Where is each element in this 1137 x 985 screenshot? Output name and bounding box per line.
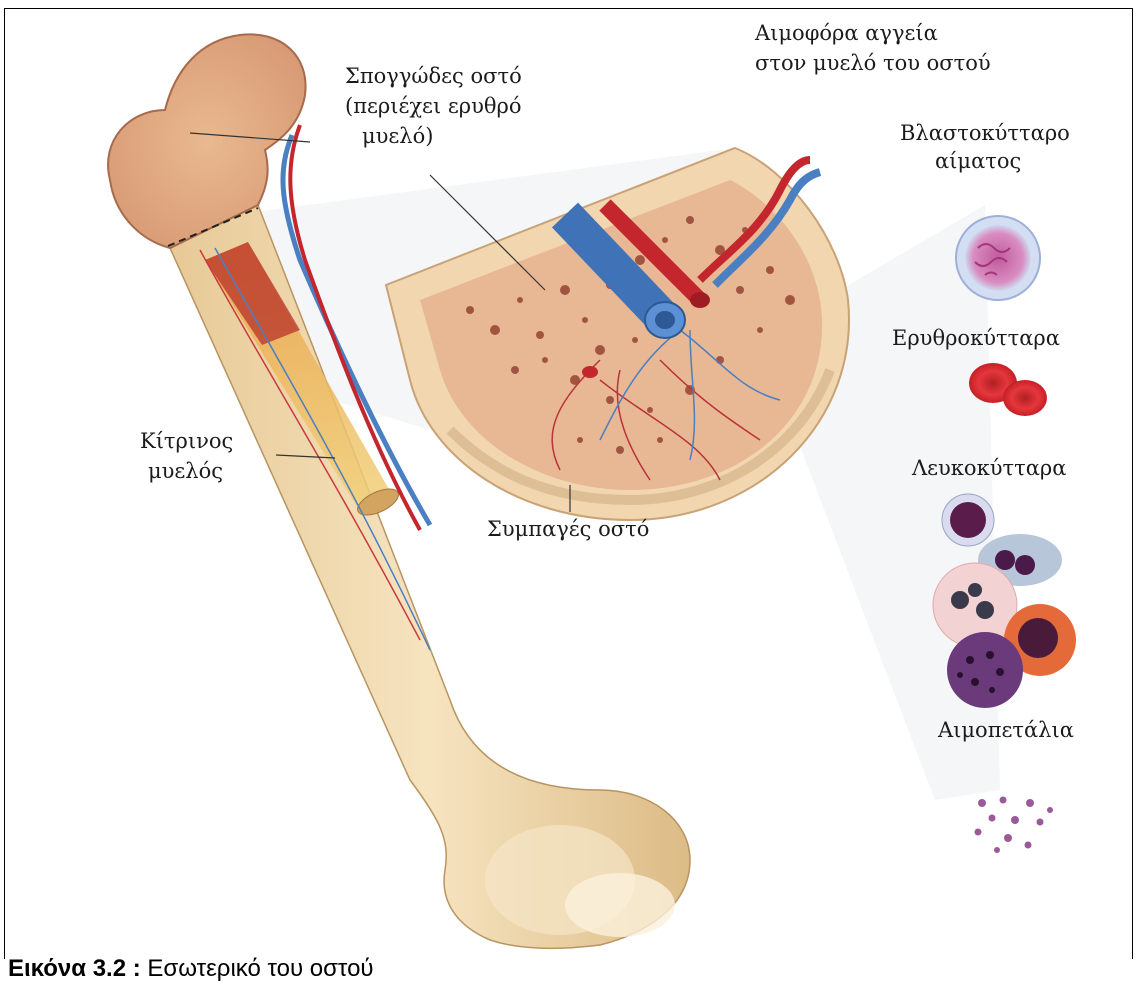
label-yellow-marrow-1: Κίτρινος [140, 428, 233, 454]
white-blood-cells [933, 494, 1076, 708]
label-stem-cell-2: αίματος [935, 148, 1021, 174]
label-spongy-bone-3: μυελό) [362, 123, 433, 149]
label-spongy-bone-1: Σπογγώδες οστό [345, 63, 522, 89]
label-stem-cell-1: Βλαστοκύτταρο [900, 120, 1070, 146]
platelets-art [975, 797, 1054, 854]
figure-caption: Εικόνα 3.2 : Εσωτερικό του οστού [8, 955, 374, 984]
label-white-cells: Λευκοκύτταρα [912, 455, 1066, 481]
label-platelets: Αιμοπετάλια [938, 717, 1074, 743]
caption-number: Εικόνα 3.2 : [8, 955, 141, 982]
label-red-cells: Ερυθροκύτταρα [892, 325, 1060, 351]
caption-text: Εσωτερικό του οστού [141, 955, 374, 982]
stem-cell [956, 216, 1040, 300]
label-blood-vessels-2: στον μυελό του οστού [755, 50, 991, 76]
label-compact-bone: Συμπαγές οστό [487, 516, 649, 542]
label-blood-vessels-1: Αιμοφόρα αγγεία [755, 20, 938, 46]
label-spongy-bone-2: (περιέχει ερυθρό [345, 93, 521, 119]
label-yellow-marrow-2: μυελός [148, 458, 223, 484]
